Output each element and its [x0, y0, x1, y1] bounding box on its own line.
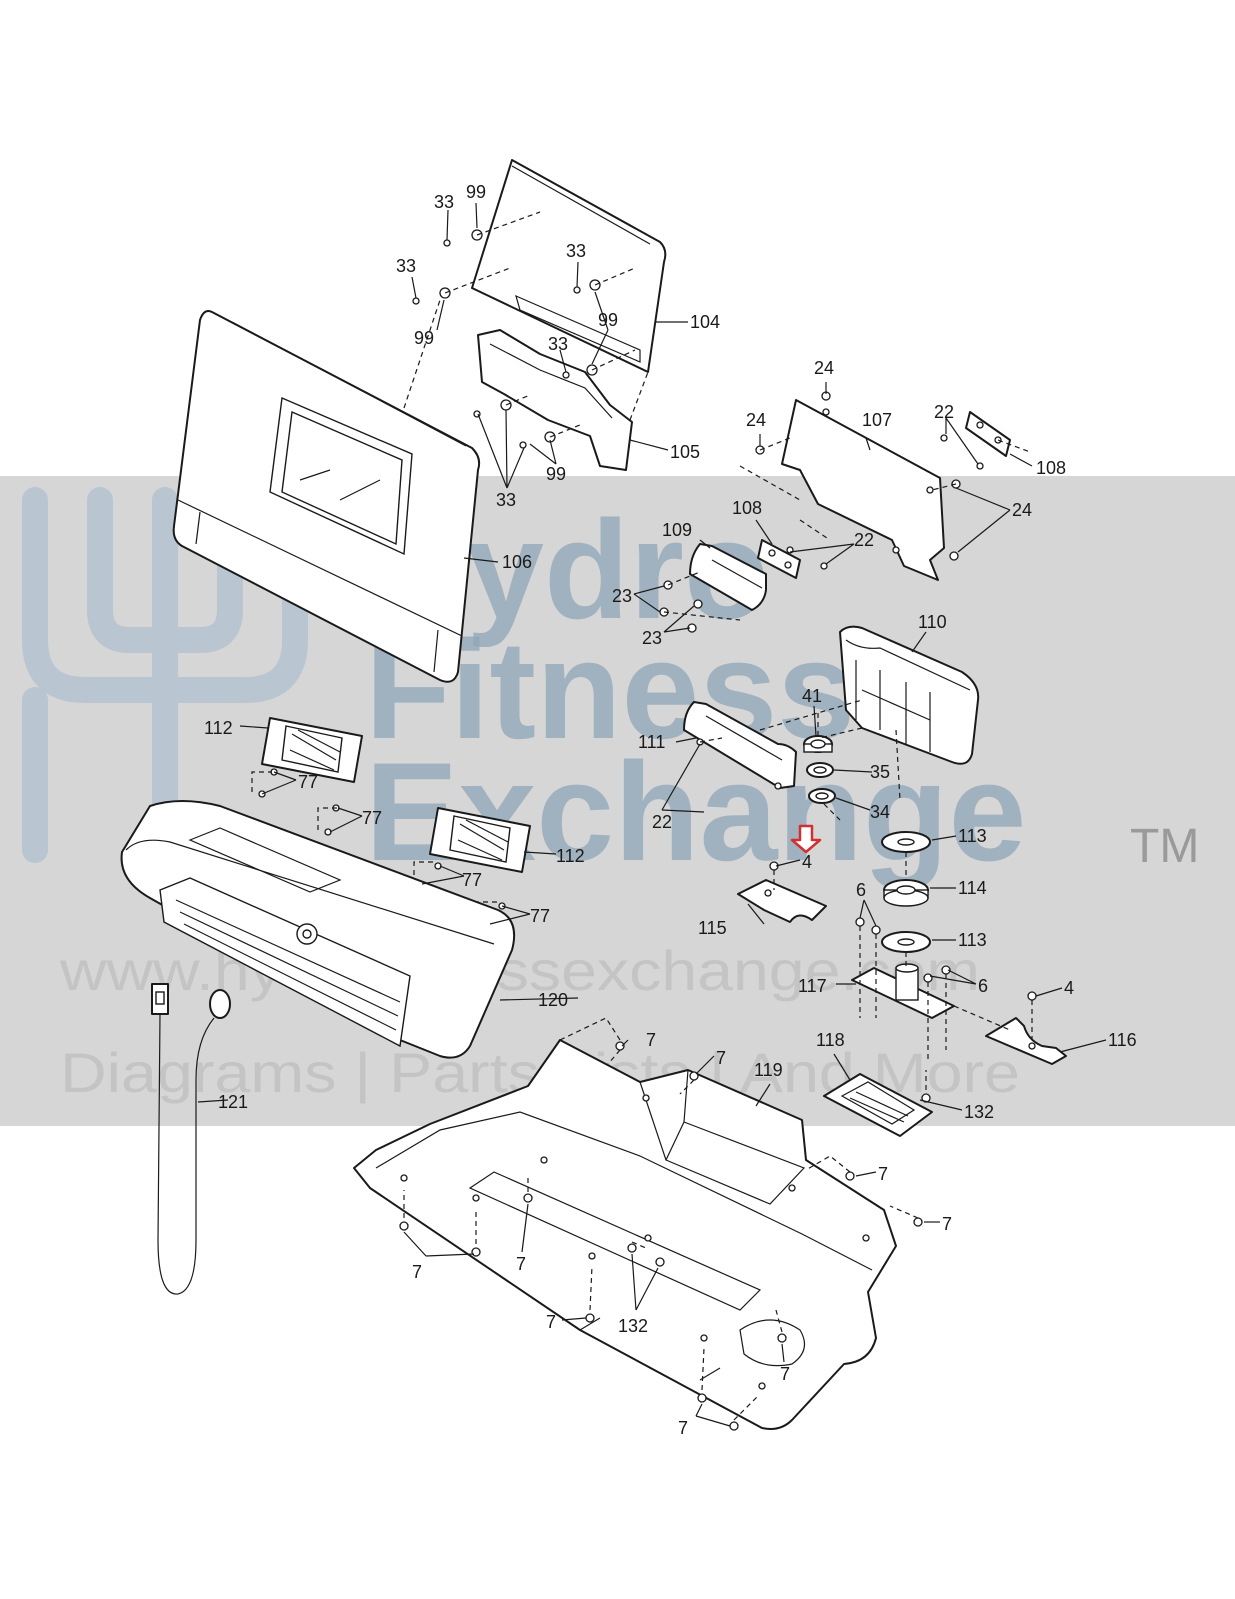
screws-7	[399, 1041, 931, 1431]
part-118-cover	[823, 1073, 933, 1137]
part-104-back-cover	[471, 159, 667, 373]
dash-lines-base	[773, 852, 1033, 1060]
callout-label: 23	[612, 586, 632, 606]
callout-label: 33	[396, 256, 416, 276]
callout-label: 34	[870, 802, 890, 822]
part-106-console	[172, 310, 481, 683]
callout-label: 108	[732, 498, 762, 518]
callout-label: 112	[556, 846, 585, 866]
callout-label: 7	[412, 1262, 422, 1282]
callout-label: 22	[652, 812, 672, 832]
callout-label: 132	[964, 1102, 994, 1122]
callout-label: 6	[978, 976, 988, 996]
callout-label: 7	[646, 1030, 656, 1050]
watermark-url: www.hydrafitnessexchange.com	[59, 939, 980, 1002]
part-109-clamp	[689, 543, 767, 611]
callout-label: 118	[816, 1030, 845, 1050]
watermark-band	[0, 476, 1235, 1126]
callout-label: 114	[958, 878, 987, 898]
callout-label: 24	[746, 410, 766, 430]
callout-label: 112	[204, 718, 233, 738]
callout-labels: 33 99 33 33 99 99 104 33 105 99 33 106 2…	[204, 182, 1137, 1438]
dash-lines-107	[663, 437, 1031, 621]
callout-label: 132	[618, 1316, 648, 1336]
callout-label: 33	[566, 241, 586, 261]
callout-label: 7	[780, 1364, 790, 1384]
callout-label: 33	[548, 334, 568, 354]
part-110-housing	[839, 625, 980, 765]
part-108-bracket-mid	[757, 539, 801, 579]
callout-label: 113	[958, 826, 987, 846]
callout-label: 109	[662, 520, 692, 540]
part-107-plate	[781, 399, 945, 581]
part-121-cable	[151, 983, 231, 1295]
part-112-speaker-left	[261, 717, 363, 783]
callout-label: 117	[798, 976, 827, 996]
callout-label: 115	[698, 918, 727, 938]
callout-label: 4	[802, 852, 812, 872]
callout-label: 104	[690, 312, 720, 332]
callout-label: 33	[434, 192, 454, 212]
callout-label: 121	[218, 1092, 248, 1112]
callout-label: 41	[802, 686, 822, 706]
part-105-bracket	[477, 329, 633, 471]
callout-label: 77	[362, 808, 382, 828]
watermark-logo-icon	[22, 487, 308, 863]
part-117-plate	[851, 963, 955, 1019]
callout-label: 7	[546, 1312, 556, 1332]
leader-lines	[197, 202, 1107, 1427]
part-112-speaker-right	[429, 807, 531, 873]
callout-label: 77	[530, 906, 550, 926]
callout-label: 35	[870, 762, 890, 782]
callout-label: 99	[414, 328, 434, 348]
callout-label: 7	[678, 1418, 688, 1438]
part-119-base-shroud	[353, 1039, 897, 1430]
dash-lines-119	[403, 1017, 927, 1421]
callout-label: 6	[856, 880, 866, 900]
callout-label: 4	[1064, 978, 1074, 998]
callout-label: 99	[466, 182, 486, 202]
callout-label: 7	[516, 1254, 526, 1274]
part-108-bracket-top	[965, 411, 1011, 457]
callout-label: 77	[298, 772, 318, 792]
callout-label: 7	[878, 1164, 888, 1184]
callout-label: 7	[716, 1048, 726, 1068]
washers-41-35-34	[803, 735, 836, 804]
callout-label: 24	[814, 358, 834, 378]
watermark-trademark: TM	[1130, 820, 1199, 873]
callout-label: 110	[918, 612, 947, 632]
callout-label: 33	[496, 490, 516, 510]
callout-label: 107	[862, 410, 892, 430]
part-120-hood	[120, 800, 516, 1059]
dash-lines-110	[699, 699, 901, 821]
callout-label: 113	[958, 930, 987, 950]
callout-label: 106	[502, 552, 532, 572]
callout-label: 22	[934, 402, 954, 422]
callout-label: 23	[642, 628, 662, 648]
part-113-114-bushings	[881, 831, 931, 953]
callout-label: 119	[754, 1060, 783, 1080]
part-115-plate	[737, 879, 827, 923]
callout-label: 108	[1036, 458, 1066, 478]
callout-label: 120	[538, 990, 568, 1010]
callout-label: 105	[670, 442, 700, 462]
red-down-arrow-icon	[790, 824, 822, 854]
callout-label: 24	[1012, 500, 1032, 520]
callout-label: 22	[854, 530, 874, 550]
part-116-plate	[985, 1017, 1067, 1065]
callout-label: 111	[638, 732, 665, 752]
callout-label: 116	[1108, 1030, 1137, 1050]
part-111-clamp	[683, 701, 797, 790]
dash-lines-top	[403, 211, 649, 438]
callout-label: 77	[462, 870, 482, 890]
callout-label: 99	[546, 464, 566, 484]
callout-label: 99	[598, 310, 618, 330]
callout-label: 7	[942, 1214, 952, 1234]
